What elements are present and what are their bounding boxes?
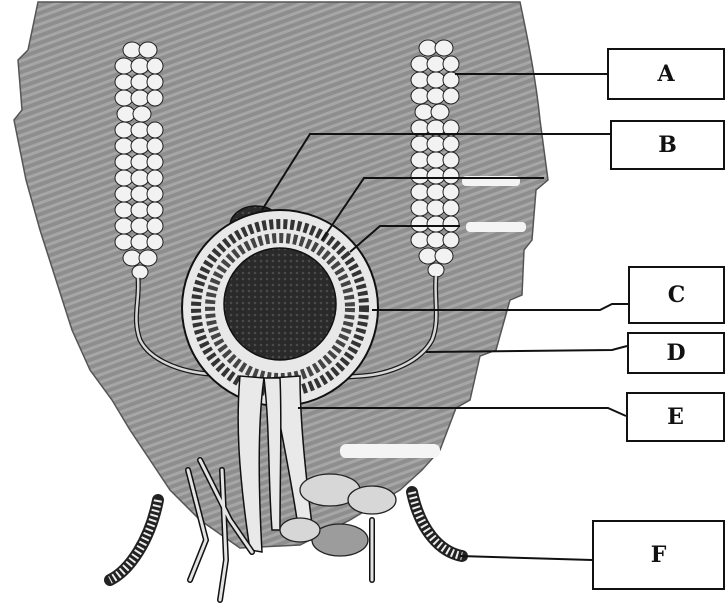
left-anther-column (115, 42, 163, 279)
flower-head (182, 210, 378, 406)
right-antenna (412, 492, 462, 556)
label-box-f[interactable]: F (592, 520, 725, 590)
leader-line-f (460, 556, 592, 560)
left-antenna (110, 500, 158, 580)
label-box-d[interactable]: D (627, 332, 725, 374)
label-box-b[interactable]: B (610, 120, 725, 170)
label-box-c[interactable]: C (628, 266, 725, 324)
label-box-e[interactable]: E (626, 392, 725, 442)
label-box-a[interactable]: A (607, 48, 725, 100)
right-anther-column (411, 40, 459, 277)
